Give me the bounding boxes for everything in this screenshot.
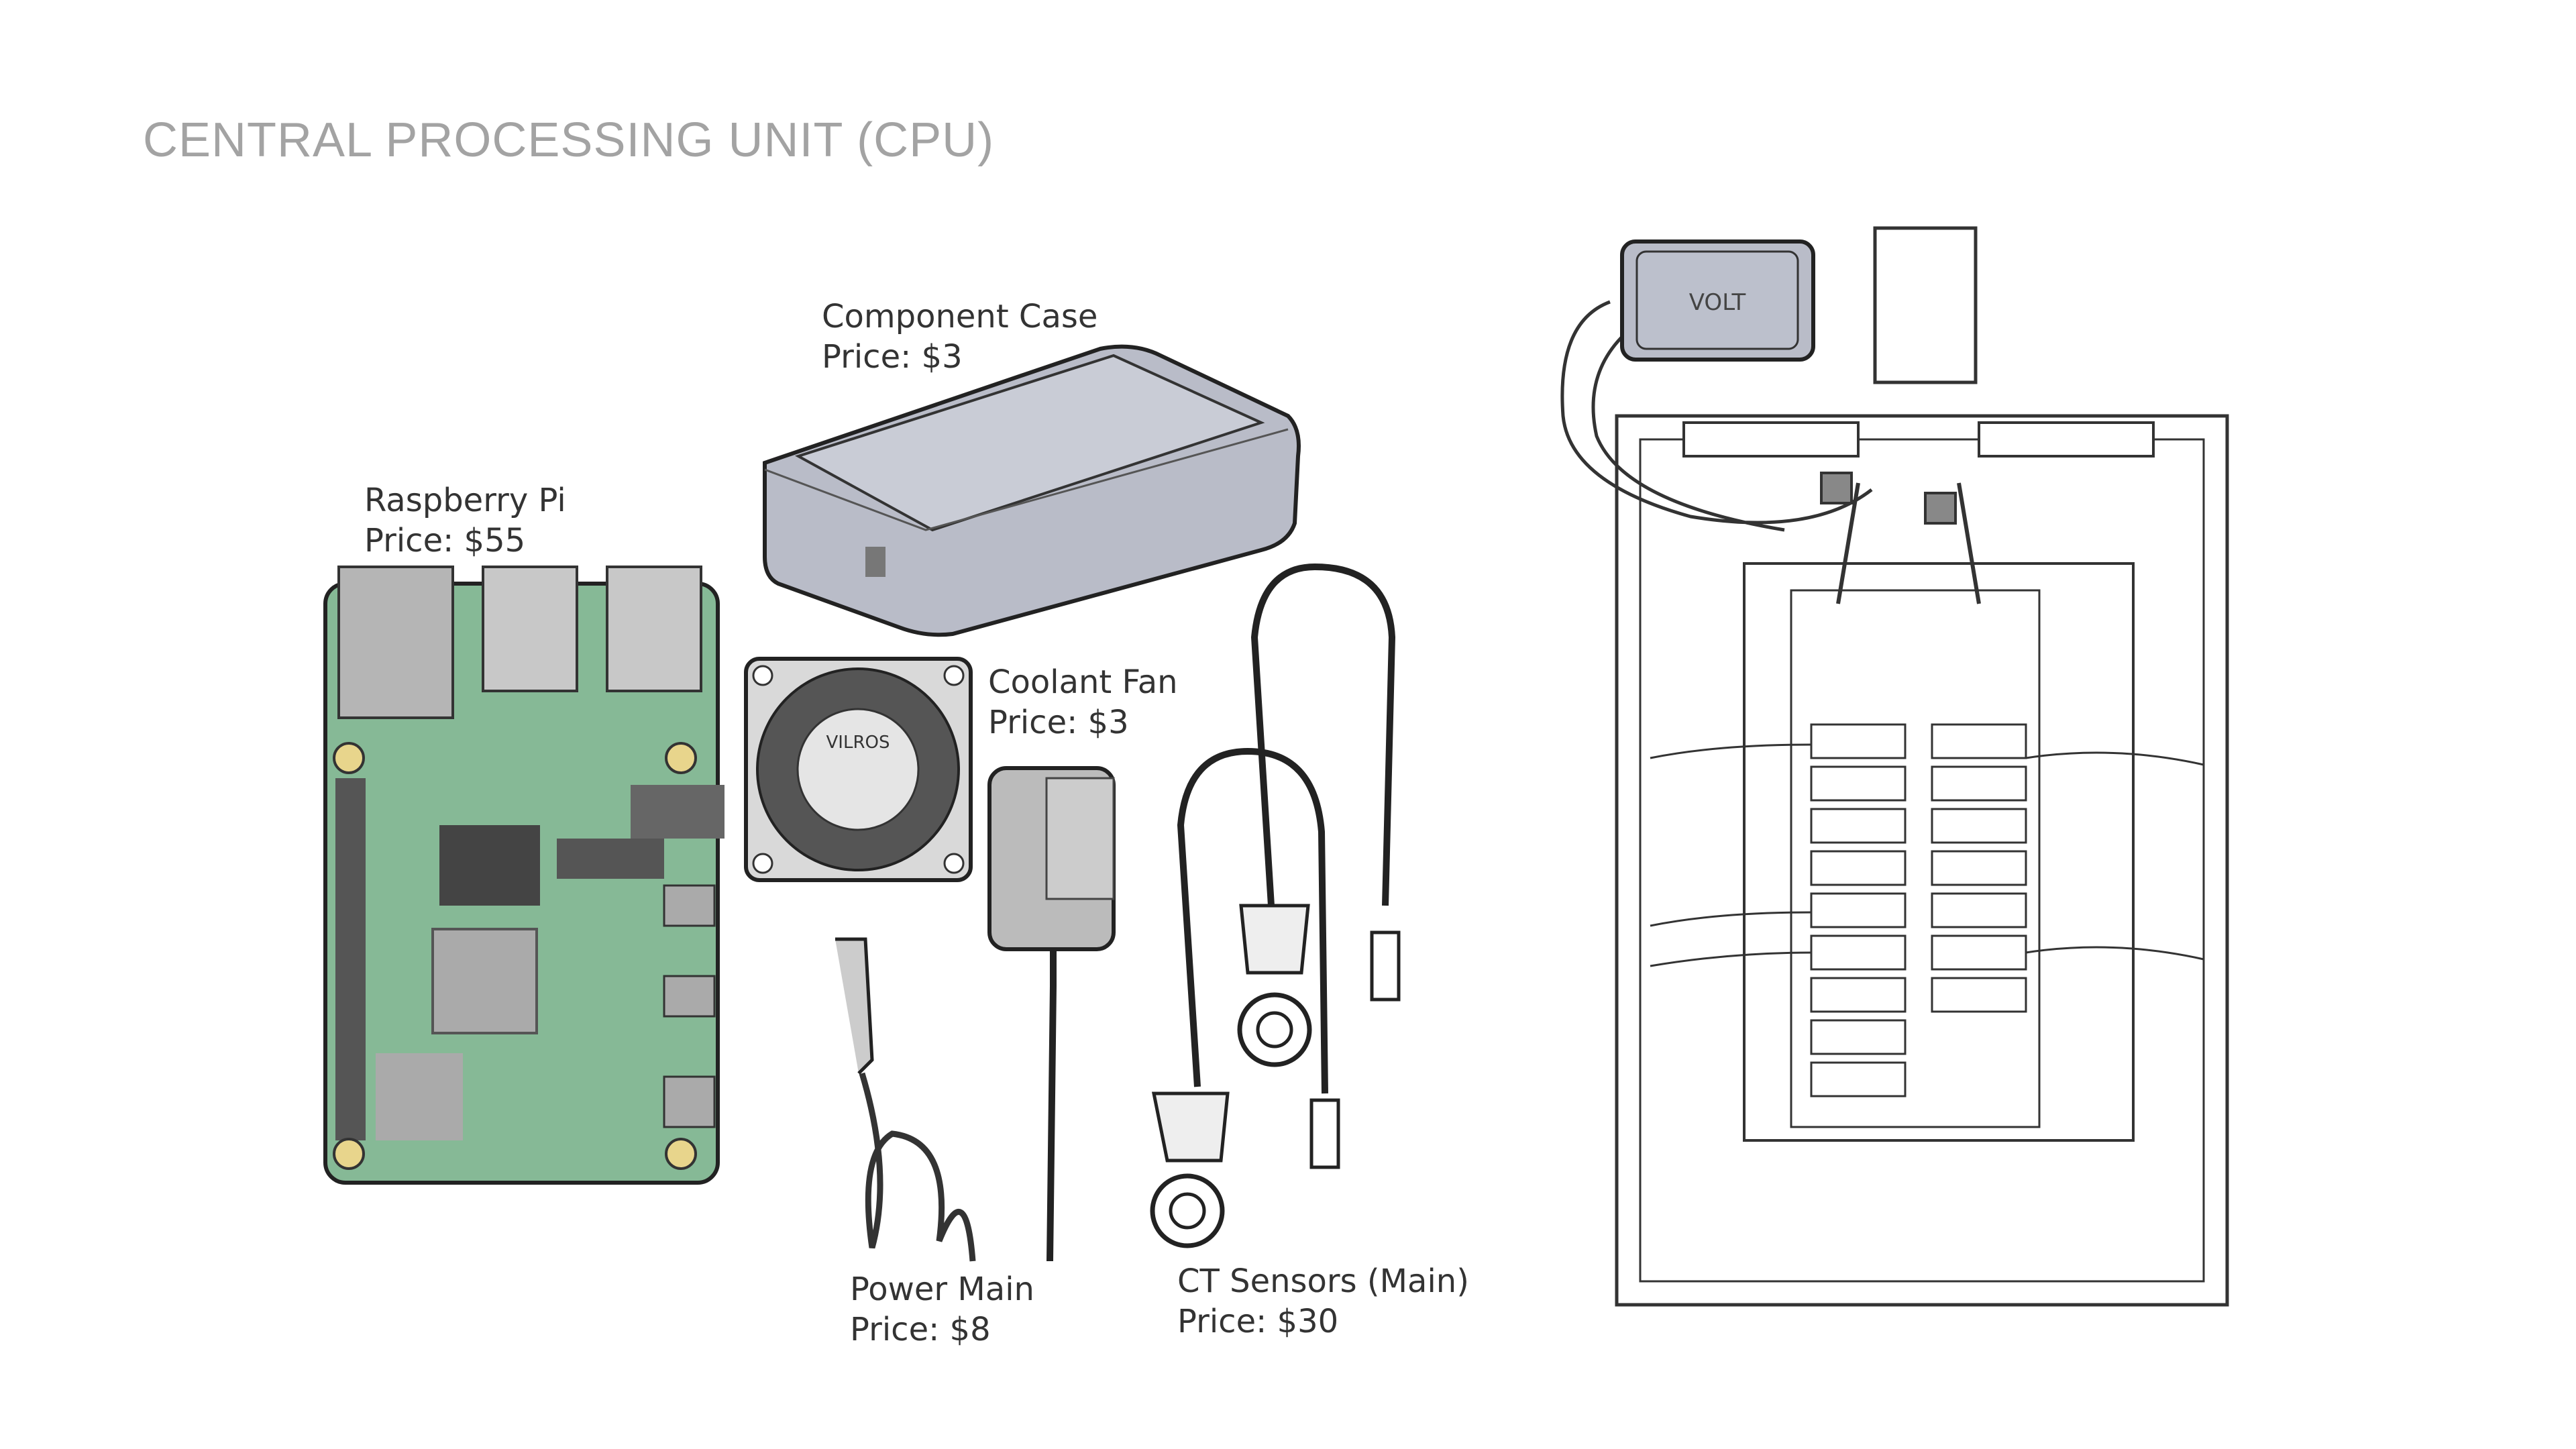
ct-sensors-image (1150, 563, 1401, 1248)
component-price: Price: $30 (1177, 1303, 1339, 1340)
component-name: Component Case (822, 298, 1098, 335)
component-price: Price: $55 (364, 522, 526, 559)
raspberry-pi-label: Raspberry Pi Price: $55 (364, 480, 566, 561)
component-name: CT Sensors (Main) (1177, 1263, 1469, 1300)
power-main-label: Power Main Price: $8 (850, 1269, 1034, 1350)
ct-sensors-label: CT Sensors (Main) Price: $30 (1177, 1261, 1469, 1342)
component-name: Raspberry Pi (364, 482, 566, 519)
slide-title: CENTRAL PROCESSING UNIT (CPU) (143, 113, 995, 167)
component-price: Price: $8 (850, 1311, 991, 1348)
breaker-panel-image (1560, 226, 2229, 1307)
component-case-image (763, 344, 1301, 637)
raspberry-pi-image (323, 566, 724, 1185)
component-price: Price: $3 (988, 704, 1129, 741)
volt-logo: VOLT (1689, 289, 1746, 316)
volt-device-image: VOLT (1620, 239, 1815, 362)
fan-brand: VILROS (826, 733, 890, 753)
component-price: Price: $3 (822, 338, 963, 376)
component-name: Power Main (850, 1271, 1034, 1308)
coolant-fan-image: VILROS (744, 657, 973, 882)
power-main-image (835, 766, 1116, 1262)
component-case-label: Component Case Price: $3 (822, 297, 1097, 377)
coolant-fan-label: Coolant Fan Price: $3 (988, 662, 1178, 743)
component-name: Coolant Fan (988, 663, 1178, 701)
